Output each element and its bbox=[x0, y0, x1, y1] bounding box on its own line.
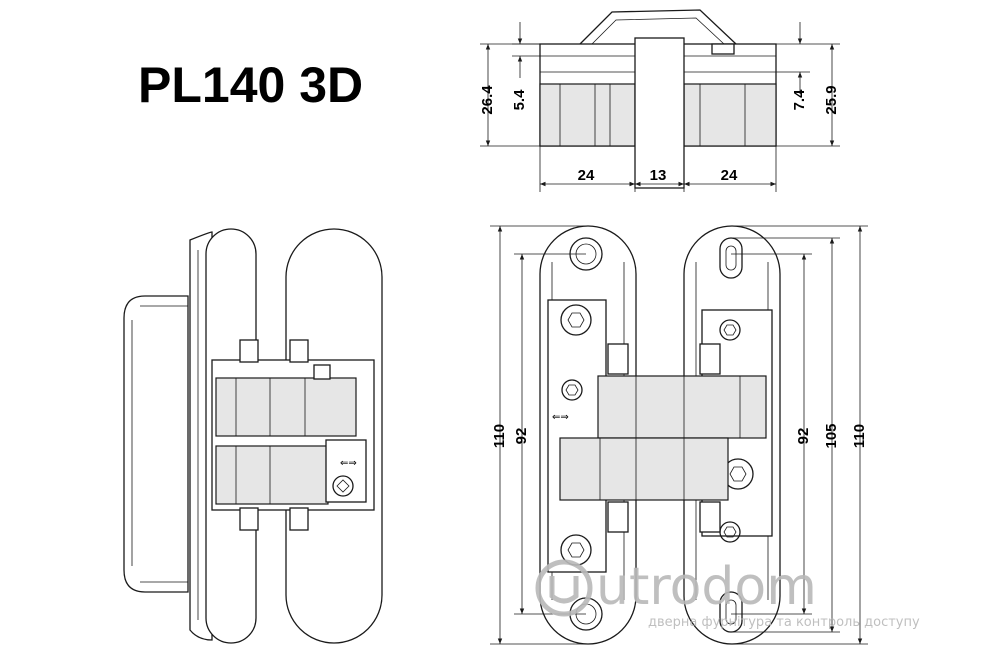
left-cup bbox=[547, 299, 607, 573]
side-arm-lower bbox=[215, 445, 329, 505]
watermark-logo-icon bbox=[535, 559, 593, 617]
dim-width-right: 24 bbox=[721, 167, 738, 184]
watermark-brand: utrodom bbox=[596, 557, 817, 617]
dim-top-offset: 5.4 bbox=[511, 89, 528, 111]
svg-text:⇐⇒: ⇐⇒ bbox=[552, 412, 569, 423]
right-leaf-block bbox=[683, 83, 777, 147]
side-view: ⇐⇒ bbox=[123, 228, 383, 644]
product-title: PL140 3D bbox=[138, 57, 364, 113]
dim-top-height: 26.4 bbox=[479, 85, 496, 115]
side-adjust-screw bbox=[332, 475, 354, 497]
dim-right-height: 25.9 bbox=[823, 85, 840, 114]
center-pivot bbox=[634, 37, 685, 189]
screw-top-right bbox=[719, 319, 741, 341]
dim-left-hole: 92 bbox=[513, 428, 530, 445]
front-arm-upper bbox=[597, 375, 767, 439]
dim-right-hole: 92 bbox=[795, 428, 812, 445]
screw-mid-left bbox=[561, 379, 583, 401]
screw-top-left bbox=[560, 304, 592, 336]
left-leaf-block bbox=[539, 83, 636, 147]
dim-width-mid: 13 bbox=[650, 167, 667, 184]
front-view: ⇐⇒ 110 92 bbox=[490, 225, 868, 645]
dim-right-slot: 105 bbox=[823, 423, 840, 448]
side-arm-upper bbox=[215, 377, 357, 437]
watermark-tagline: дверна фурнітура та контроль доступу bbox=[648, 615, 920, 630]
svg-text:⇐⇒: ⇐⇒ bbox=[340, 458, 357, 469]
dim-right-length: 110 bbox=[851, 424, 868, 448]
dim-left-length: 110 bbox=[491, 424, 508, 448]
top-view: 26.4 5.4 7.4 25.9 24 13 24 bbox=[479, 9, 840, 192]
side-mortise-body bbox=[123, 295, 189, 593]
front-arm-lower bbox=[559, 437, 729, 501]
dim-right-offset: 7.4 bbox=[791, 89, 808, 111]
watermark: utrodom дверна фурнітура та контроль дос… bbox=[535, 557, 920, 630]
arm-link bbox=[579, 9, 737, 45]
dim-width-left: 24 bbox=[578, 167, 595, 184]
